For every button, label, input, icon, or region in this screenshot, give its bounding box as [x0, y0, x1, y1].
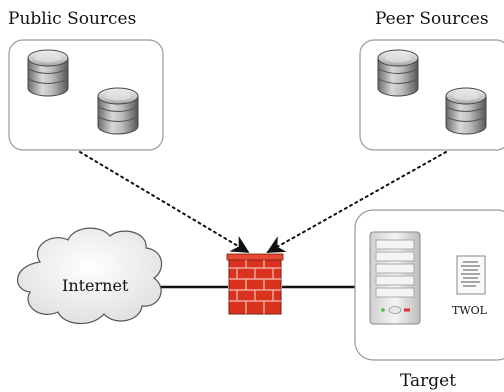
peer-to-firewall-arrow — [266, 151, 447, 253]
target-group[interactable] — [354, 209, 504, 361]
twol-label: TWOL — [452, 304, 487, 317]
peer-sources-label: Peer Sources — [375, 9, 489, 29]
public-to-firewall-arrow — [79, 151, 250, 253]
database-icon — [377, 49, 419, 97]
firewall-icon — [226, 253, 284, 315]
database-icon — [97, 87, 139, 135]
firewall[interactable] — [226, 253, 284, 315]
target-label: Target — [400, 371, 457, 391]
public-sources-label: Public Sources — [8, 9, 137, 29]
peer-sources-group[interactable] — [359, 39, 504, 151]
database-icon — [445, 87, 487, 135]
cloud-icon — [16, 227, 163, 325]
internet-label: Internet — [62, 276, 129, 295]
database-icon — [27, 49, 69, 97]
public-sources-group[interactable] — [8, 39, 164, 151]
internet-cloud[interactable] — [16, 227, 163, 325]
document-icon — [456, 255, 486, 295]
server-icon — [369, 231, 421, 325]
